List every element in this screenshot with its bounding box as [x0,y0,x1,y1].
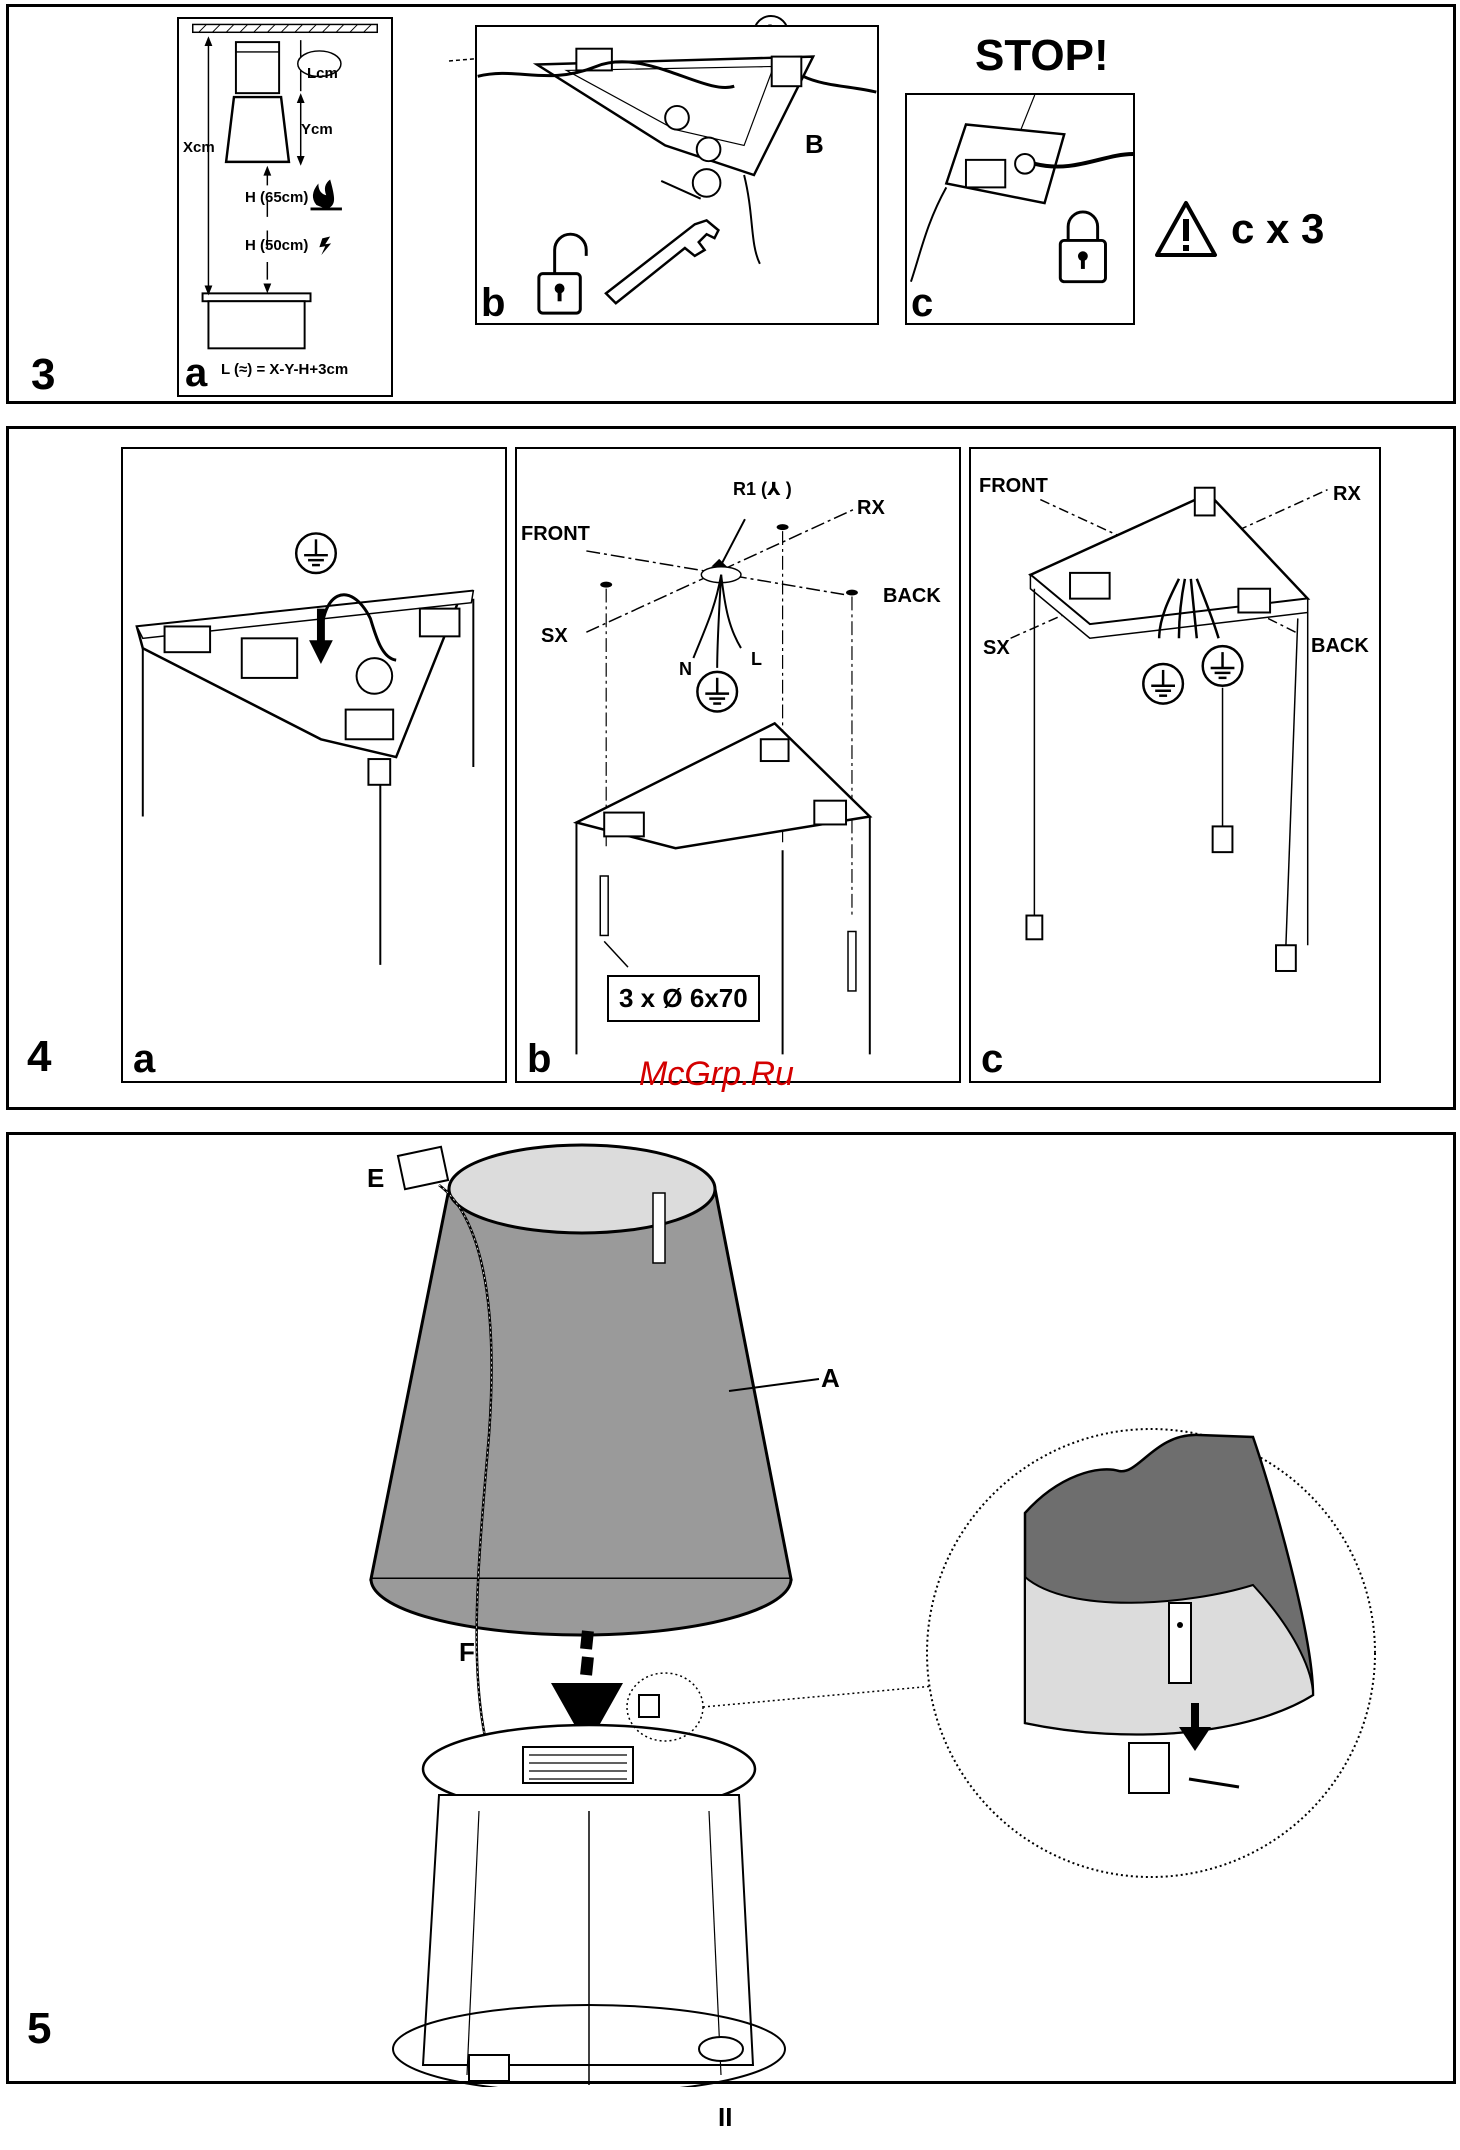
panel-letter-4b: b [527,1039,551,1079]
r1-label: R1 (⅄ ) [733,479,792,500]
screw-spec-box: 3 x Ø 6x70 [607,975,760,1022]
unlocked-padlock-icon [539,234,586,313]
back-label: BACK [1311,635,1369,658]
step-4-section: 4 a [6,426,1456,1110]
label-b: B [805,129,824,160]
panel-letter-3a: a [185,353,207,393]
rx-label: RX [1333,483,1361,506]
neutral-wire-label: N [679,659,692,680]
flame-icon [313,180,334,209]
repeat-count-text: c x 3 [1231,205,1324,253]
panel-letter-4a: a [133,1039,155,1079]
step-3-section: 3 [6,4,1456,404]
back-label: BACK [883,585,941,608]
watermark-text: McGrp.Ru [639,1055,794,1094]
y-dimension-label: Ycm [301,121,333,138]
h-gas-label: H (65cm) [245,189,308,206]
stop-text: STOP! [975,31,1109,81]
length-formula: L (≈) = X-Y-H+3cm [221,361,348,378]
front-label: FRONT [979,475,1048,498]
step-5-number: 5 [27,2007,51,2051]
panel-letter-3c: c [911,283,933,323]
step-3b-panel: B b [475,25,879,325]
cable-lock-diagram [907,95,1133,323]
page-number: II [718,2102,732,2133]
label-f: F [459,1637,475,1668]
hood-measure-diagram [179,19,391,395]
panel-letter-3b: b [481,283,505,323]
front-label: FRONT [521,523,590,546]
bracket-fixing-diagram [477,27,877,323]
chimney-fitting-diagram [9,1135,1459,2087]
step-4c-panel: FRONT RX SX BACK c [969,447,1381,1083]
step-4-number: 4 [27,1035,51,1079]
warning-triangle-icon [1153,199,1219,259]
earth-wire-diagram [123,449,505,1081]
label-a: A [821,1363,840,1394]
lightning-icon [319,236,331,255]
earth-symbol-icon [697,672,737,712]
h-electric-label: H (50cm) [245,237,308,254]
l-dimension-label: Lcm [307,65,338,82]
step-4a-panel: a [121,447,507,1083]
earth-symbol-icon [1143,664,1183,704]
sx-label: SX [983,637,1010,660]
step-4b-panel: R1 (⅄ ) FRONT RX SX BACK N L 3 x Ø 6x70 … [515,447,961,1083]
locked-padlock-icon [1060,212,1105,282]
step-5-section: 5 [6,1132,1456,2084]
step-3-number: 3 [31,353,55,397]
step-3a-panel: Lcm Xcm Ycm H (65cm) H (50cm) L (≈) = X-… [177,17,393,397]
rx-label: RX [857,497,885,520]
earth-symbol-icon [296,533,336,573]
wire-connection-diagram [971,449,1379,1081]
earth-symbol-icon [1203,646,1243,686]
x-dimension-label: Xcm [183,139,215,156]
live-wire-label: L [751,649,762,670]
panel-letter-4c: c [981,1039,1003,1079]
label-e: E [367,1163,384,1194]
step-3c-panel: c [905,93,1135,325]
sx-label: SX [541,625,568,648]
